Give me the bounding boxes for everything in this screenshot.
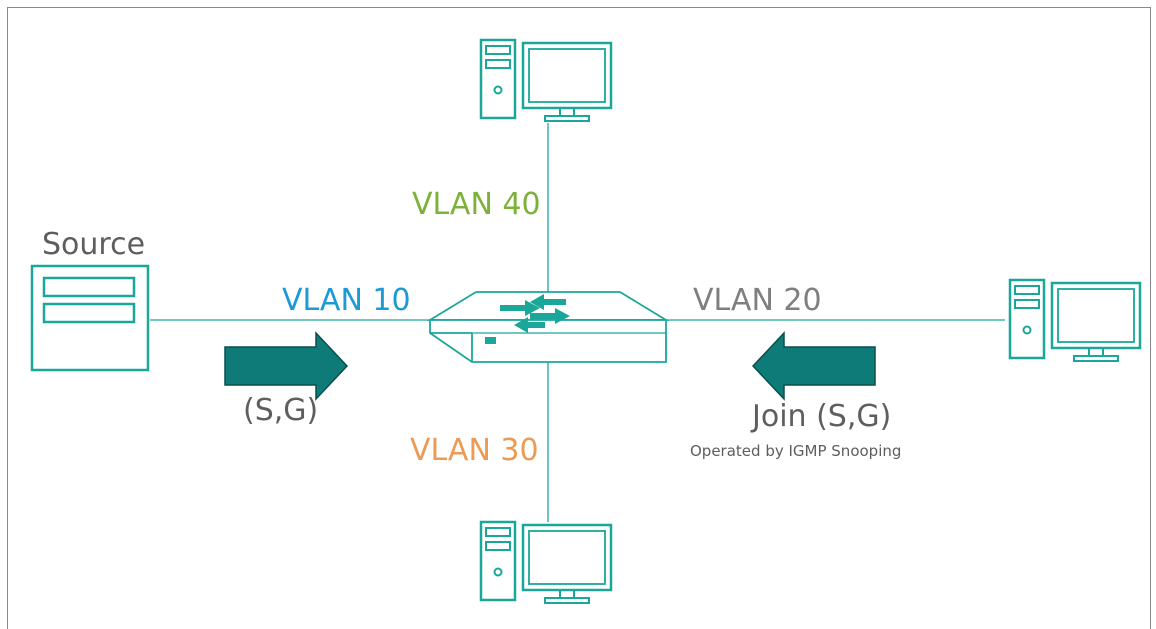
- igmp-snooping-note: Operated by IGMP Snooping: [690, 442, 902, 460]
- vlan10-label: VLAN 10: [282, 283, 411, 318]
- computer-icon-bottom: [479, 520, 613, 605]
- diagram-frame: [7, 7, 1151, 629]
- join-flow-arrow: [751, 331, 876, 401]
- source-label: Source: [42, 227, 146, 262]
- sg-label: (S,G): [243, 393, 319, 428]
- switch-icon: [426, 291, 670, 363]
- server-icon: [30, 264, 150, 372]
- vlan30-label: VLAN 30: [410, 433, 539, 468]
- multicast-flow-arrow: [224, 331, 349, 401]
- vlan40-label: VLAN 40: [412, 187, 541, 222]
- links: [150, 123, 1005, 522]
- join-label: Join (S,G): [752, 399, 892, 434]
- vlan20-label: VLAN 20: [693, 283, 822, 318]
- computer-icon-right: [1008, 278, 1142, 363]
- computer-icon-top: [479, 38, 613, 123]
